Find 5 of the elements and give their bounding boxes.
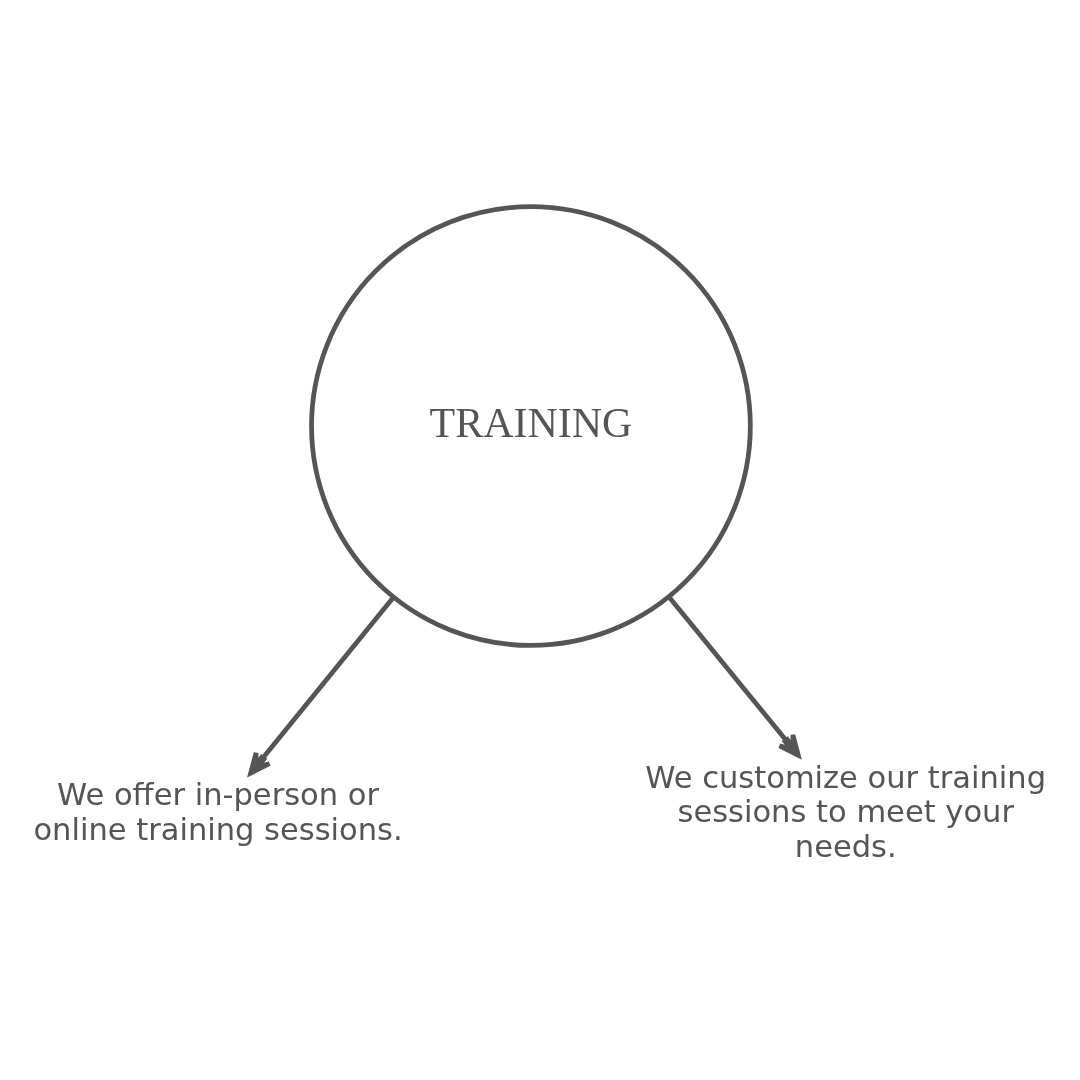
node-text: We offer in-person or online training sessions. [33, 776, 403, 847]
arrow [248, 595, 396, 775]
arrow [667, 594, 801, 758]
node-circle: TRAINING [309, 203, 753, 648]
node-text: We customize our training sessions to meet your needs. [645, 759, 1047, 864]
